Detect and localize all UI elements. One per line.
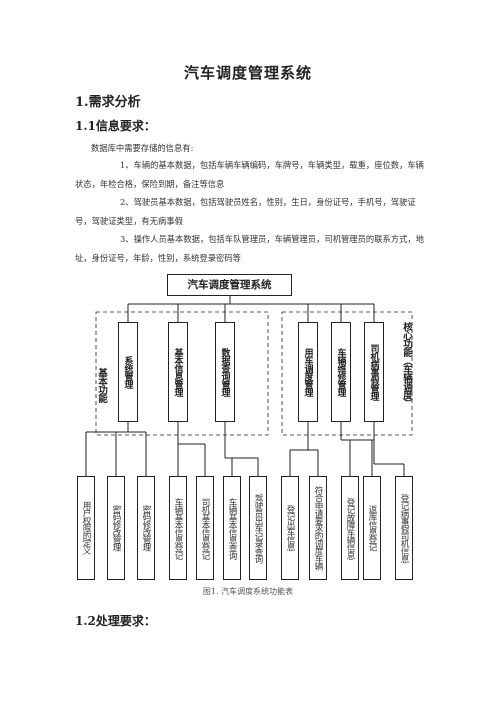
section-heading: 1.需求分析 [75,95,141,110]
leaf-leave-driver-register: 登记病事假司机信息 [395,476,413,580]
leaf-user-permission: 用户权限的定义 [77,476,95,580]
subsection-heading-2: 1.2处理要求： [75,614,156,628]
paragraph-item-2: 2、驾驶员基本数据，包括驾驶员姓名，性别，生日，身份证号，手机号，驾驶证号，驾驶… [75,197,416,226]
module-repair-management: 车辆维修管理 [331,322,351,422]
leaf-faulty-vehicle-register: 登记故障车辆信息 [341,476,359,580]
leaf-vehicle-info-register: 车辆基本信息登记 [169,476,187,580]
leaf-driver-trip-query: 驾驶员出车记录查询 [249,476,267,580]
paragraph-item-3: 3、操作人员基本数据，包括车队管理员，车辆管理员，司机管理员的联系方式，地址，身… [75,234,424,263]
module-basic-info-management: 基本信息管理 [168,322,188,422]
leaf-register-trip: 登记出车信息 [281,476,299,580]
paragraph-item-1: 1、车辆的基本数据，包括车辆车辆编码，车牌号，车辆类型，载重，座位数，车辆状态，… [75,160,424,189]
leaf-vehicle-info-query: 车辆基本信息查询 [223,476,241,580]
module-dispatch-management: 用车调度管理 [298,322,318,422]
paragraph-intro: 数据库中需要存储的信息有: [91,143,194,153]
root-box: 汽车调度管理系统 [167,274,292,296]
module-system-management: 系统管理 [118,322,138,422]
figure-caption: 图1. 汽车调度系统功能表 [202,587,294,596]
leaf-return-register: 返库信息登记 [363,476,381,580]
subsection-heading: 1.1信息要求： [75,119,156,133]
leaf-eligible-vehicles: 符合申请要求的调度车辆 [309,476,327,580]
module-data-query-management: 数据查询管理 [215,322,235,422]
leaf-password-modify: 密码修改管理 [107,476,125,580]
leaf-password-modify-2: 密码修改管理 [137,476,155,580]
document-title: 汽车调度管理系统 [183,64,312,82]
group-label-core: 核心功能（车辆调度） [401,322,412,407]
leaf-driver-info-register: 司机基本信息登记 [196,476,214,580]
group-label-basic: 基本功能 [96,368,107,402]
module-leave-management: 司机病事假管理 [364,322,384,422]
